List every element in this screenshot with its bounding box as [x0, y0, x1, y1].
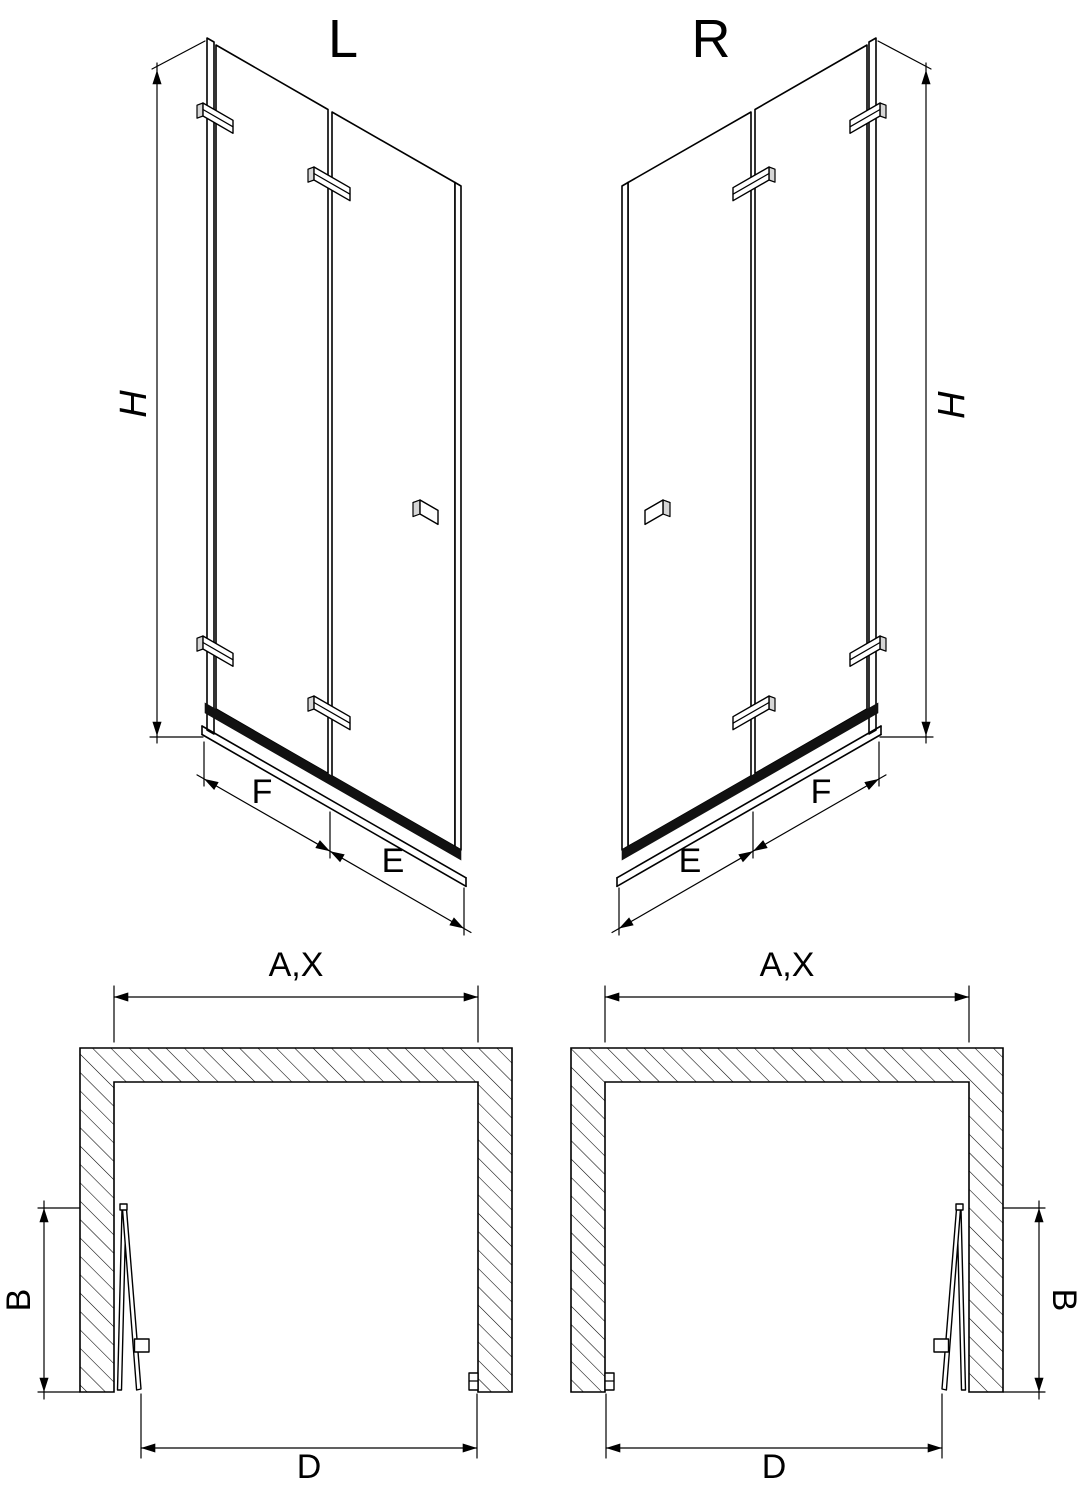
dim-e-label-left: E: [382, 842, 405, 880]
handle-bracket: [133, 1338, 150, 1353]
wall-section: [570, 1047, 1004, 1393]
folded-panel-b: [941, 1208, 962, 1391]
wall-profile: [206, 37, 215, 735]
folded-panel-b: [121, 1208, 142, 1391]
variant-label-right: R: [692, 9, 731, 69]
wall-section: [79, 1047, 513, 1393]
door-panel-handle: [627, 111, 752, 848]
door-handle: [412, 499, 439, 526]
front-view-right: R: [611, 9, 971, 936]
dim-depth-label-right: B: [1045, 1289, 1083, 1312]
dim-opening-label-right: D: [762, 1448, 787, 1486]
front-view-left: L: [113, 9, 472, 936]
door-left: [196, 37, 467, 888]
fold-hinge: [955, 1203, 964, 1211]
dim-h-label-left: H: [113, 390, 155, 418]
dim-depth-right: B: [1002, 1200, 1083, 1400]
dim-e-f-right: F E: [611, 741, 887, 936]
handle-bracket: [933, 1338, 950, 1353]
edge-profile: [454, 181, 462, 851]
hinge-fold-bottom: [732, 695, 776, 731]
dim-opening-left: D: [140, 1393, 478, 1486]
dim-f-e-left: F E: [196, 741, 472, 936]
dim-opening-label-left: D: [297, 1448, 322, 1486]
wall-profile: [868, 37, 877, 735]
dim-depth-left: B: [0, 1200, 81, 1400]
dim-opening-right: D: [605, 1393, 943, 1486]
door-handle: [644, 499, 671, 526]
dim-f-label-left: F: [252, 773, 273, 811]
dim-width-label-right: A,X: [760, 946, 815, 984]
plan-view-right: A,X B D: [570, 946, 1083, 1486]
dim-h-left: H: [113, 40, 206, 744]
wall-stop-profile-left: [468, 1372, 479, 1391]
hinge-fold-top: [732, 166, 776, 202]
dim-h-label-right: H: [929, 390, 971, 418]
hinge-fold-bottom: [307, 695, 351, 731]
plan-view-left: A,X B D: [0, 946, 513, 1486]
dim-width-label-left: A,X: [269, 946, 324, 984]
fold-hinge: [119, 1203, 128, 1211]
hinge-fold-top: [307, 166, 351, 202]
variant-label-left: L: [328, 9, 358, 69]
dim-f-label-right: F: [811, 773, 832, 811]
dim-e-label-right: E: [679, 842, 702, 880]
hinge-wall-bottom: [849, 635, 887, 667]
folded-door-left: [116, 1203, 150, 1391]
hinge-wall-bottom: [196, 635, 234, 667]
dim-width-left: A,X: [113, 946, 479, 1043]
hinge-wall-top: [849, 102, 887, 134]
wall-stop-profile-right: [604, 1372, 615, 1391]
door-panel-handle: [331, 111, 456, 848]
folded-door-right: [933, 1203, 967, 1391]
door-right: [616, 37, 887, 888]
dim-depth-label-left: B: [0, 1289, 38, 1312]
hinge-wall-top: [196, 102, 234, 134]
dim-width-right: A,X: [604, 946, 970, 1043]
edge-profile: [621, 181, 629, 851]
dim-h-right: H: [877, 40, 971, 744]
